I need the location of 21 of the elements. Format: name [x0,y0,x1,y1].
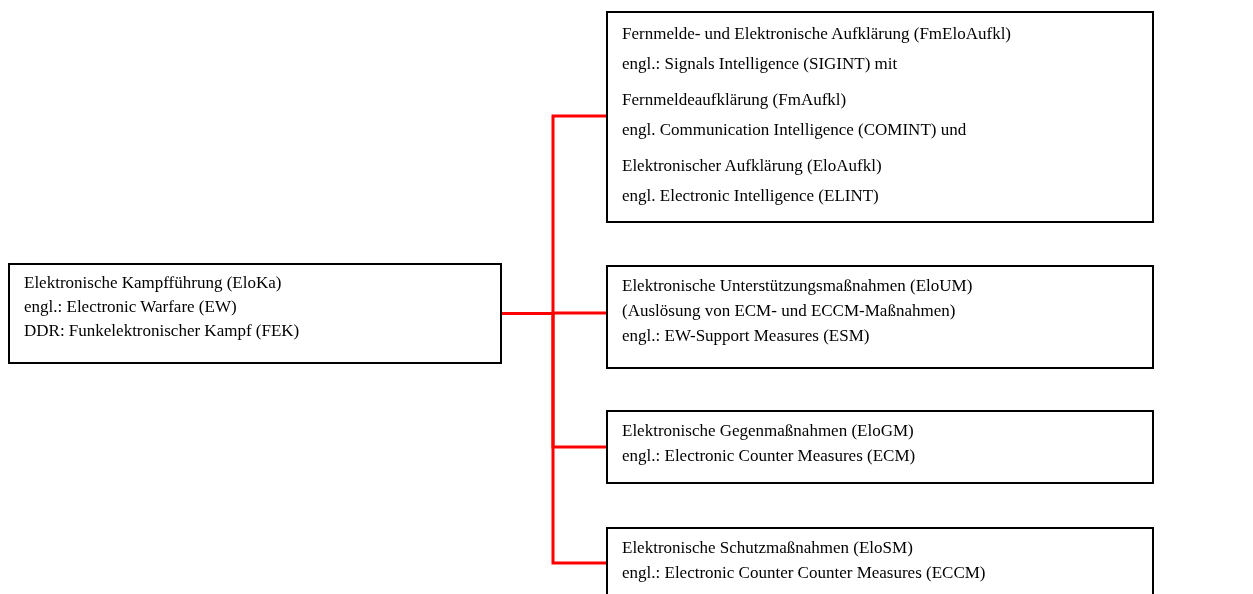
node-text: engl.: Electronic Counter Measures (ECM) [622,445,917,467]
node-text: DDR: Funkelektronischer Kampf (FEK) [24,320,301,342]
node-text: engl. Electronic Intelligence (ELINT) [622,185,880,207]
node-text: Elektronische Kampfführung (EloKa) [24,272,283,294]
text-box [606,527,1154,594]
node-text: engl.: EW-Support Measures (ESM) [622,325,871,347]
text-box [606,11,1154,223]
node-text: engl.: Electronic Warfare (EW) [24,296,238,318]
text-box [606,265,1154,369]
node-text: (Auslösung von ECM- und ECCM-Maßnahmen) [622,300,957,322]
node-text: Elektronische Schutzmaßnahmen (EloSM) [622,537,914,559]
text-box [606,410,1154,484]
node-text: Elektronischer Aufklärung (EloAufkl) [622,155,883,177]
node-text: Fernmeldeaufklärung (FmAufkl) [622,89,848,111]
node-text: engl.: Signals Intelligence (SIGINT) mit [622,53,899,75]
node-text: Elektronische Unterstützungsmaßnahmen (EloUM) [622,275,974,297]
node-text: Elektronische Gegenmaßnahmen (EloGM) [622,420,915,442]
node-text: engl. Communication Intelligence (COMINT) und [622,119,968,141]
node-text: Fernmelde- und Elektronische Aufklärung (FmEloAufkl) [622,23,1013,45]
node-text: engl.: Electronic Counter Counter Measures (ECCM) [622,562,987,584]
text-box [8,263,502,364]
